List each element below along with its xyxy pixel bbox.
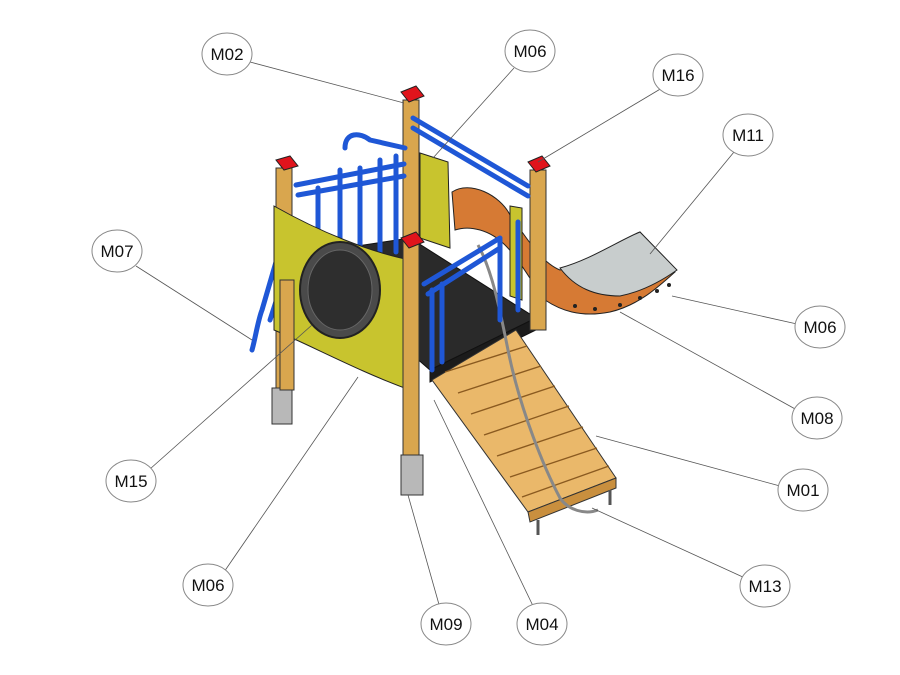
callout-label: M06 <box>513 42 546 61</box>
leader-lines <box>135 61 798 609</box>
porthole-window <box>299 241 381 339</box>
leader-m06-bottom <box>223 376 359 573</box>
post-front-center <box>402 239 420 463</box>
leader-m01 <box>595 435 781 487</box>
callout-m06-right: M06 <box>794 305 846 349</box>
callout-m09: M09 <box>420 602 472 646</box>
post-front-left <box>279 279 295 391</box>
callout-label: M16 <box>661 66 694 85</box>
callout-label: M04 <box>525 615 558 634</box>
callout-label: M09 <box>429 615 462 634</box>
callout-label: M02 <box>210 45 243 64</box>
leader-m16 <box>537 87 663 163</box>
callout-label: M07 <box>100 242 133 261</box>
callout-m13: M13 <box>739 564 791 608</box>
callout-m08: M08 <box>791 396 843 440</box>
callout-m06-top: M06 <box>504 29 556 73</box>
callouts: M02 M06 M16 M11 M07 M06 M08 M01 <box>91 29 846 646</box>
callout-m04: M04 <box>516 602 568 646</box>
slide <box>451 187 678 315</box>
ramp <box>431 329 617 535</box>
callout-label: M06 <box>803 318 836 337</box>
callout-label: M06 <box>191 576 224 595</box>
leader-m11 <box>649 151 735 255</box>
leader-m06-right <box>671 295 798 325</box>
leader-m02-top <box>249 61 405 104</box>
back-panel <box>419 152 451 249</box>
callout-m02-top: M02 <box>201 32 253 76</box>
leader-m08 <box>619 311 798 411</box>
callout-m16: M16 <box>652 53 704 97</box>
callout-label: M13 <box>748 577 781 596</box>
callout-m15: M15 <box>105 459 157 503</box>
climbing-rope <box>476 244 599 514</box>
callout-label: M08 <box>800 409 833 428</box>
callout-label: M11 <box>732 126 764 145</box>
callout-label: M01 <box>786 481 819 500</box>
leader-m06-top <box>432 67 515 159</box>
leader-m04 <box>433 399 535 609</box>
playground-structure <box>249 85 678 535</box>
callout-label: M15 <box>114 472 147 491</box>
leader-m09 <box>407 494 441 609</box>
callout-m11: M11 <box>722 113 774 157</box>
callout-m07: M07 <box>91 229 143 273</box>
leader-m13 <box>591 507 746 579</box>
post-right <box>529 169 547 331</box>
callout-m01: M01 <box>777 468 829 512</box>
leader-m07 <box>135 265 253 341</box>
callout-m06-bottom: M06 <box>182 563 234 607</box>
safety-rails <box>249 115 531 373</box>
leader-m15 <box>149 324 313 470</box>
